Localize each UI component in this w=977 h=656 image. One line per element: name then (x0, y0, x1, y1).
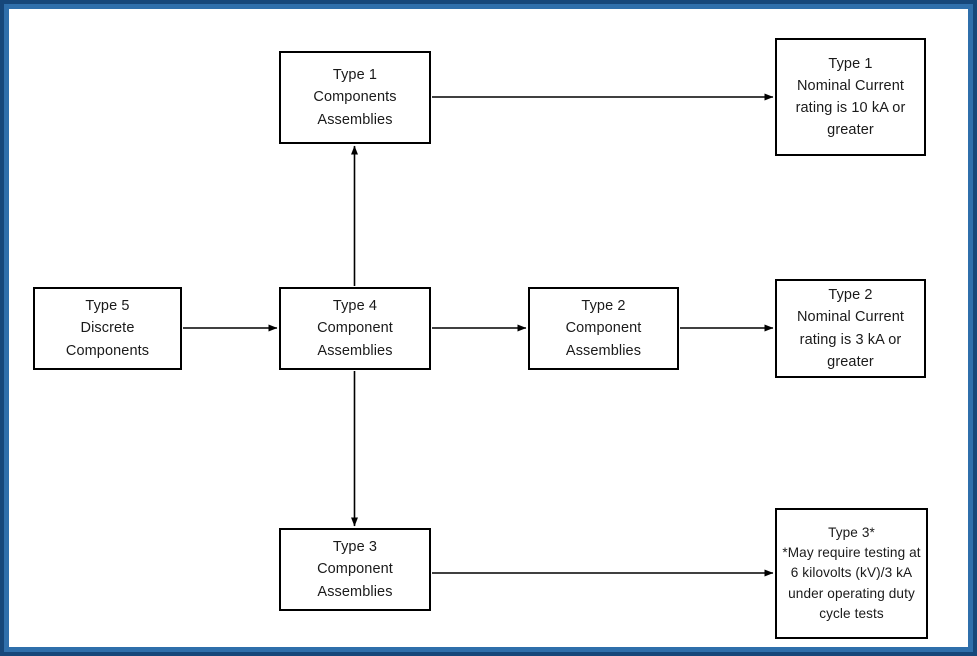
node-line: Assemblies (317, 111, 393, 128)
node-type1-nominal-current: Type 1 Nominal Current rating is 10 kA o… (775, 38, 926, 156)
node-type4-component-assemblies: Type 4 Component Assemblies (279, 287, 431, 370)
node-line: greater (827, 122, 874, 139)
node-line: *May require testing at 6 kilovolts (kV)… (782, 544, 921, 622)
node-line: Component (565, 320, 642, 337)
node-type5-discrete-components: Type 5 Discrete Components (33, 287, 182, 370)
node-line: Assemblies (565, 342, 642, 359)
node-line: greater (827, 353, 874, 370)
node-line: Assemblies (317, 583, 393, 600)
node-line: Type 4 (332, 298, 378, 315)
node-line: rating is 3 kA or (799, 331, 902, 348)
node-line: Type 3 (332, 539, 378, 556)
node-line: Type 2 (581, 298, 626, 315)
node-line: Component (317, 561, 393, 578)
node-line: Type 1 (332, 67, 378, 84)
node-type2-component-assemblies: Type 2 Component Assemblies (528, 287, 679, 370)
node-line: rating is 10 kA or (795, 100, 906, 116)
node-line: Discrete (80, 320, 135, 337)
node-line: Nominal Current (796, 309, 905, 326)
node-type3-testing-note: Type 3* *May require testing at 6 kilovo… (775, 508, 928, 639)
node-type1-components-assemblies: Type 1 Components Assemblies (279, 51, 431, 144)
node-line: Components (313, 89, 397, 106)
node-line: Type 5 (85, 298, 130, 315)
node-line: Nominal Current (796, 77, 905, 94)
node-type3-component-assemblies: Type 3 Component Assemblies (279, 528, 431, 611)
node-line: Type 2 (828, 287, 873, 304)
node-line: Component (317, 320, 393, 337)
node-line: Type 3* (828, 524, 875, 540)
node-line: Type 1 (828, 55, 873, 72)
node-line: Components (65, 342, 150, 359)
node-line: Assemblies (317, 342, 393, 359)
node-type2-nominal-current: Type 2 Nominal Current rating is 3 kA or… (775, 279, 926, 378)
